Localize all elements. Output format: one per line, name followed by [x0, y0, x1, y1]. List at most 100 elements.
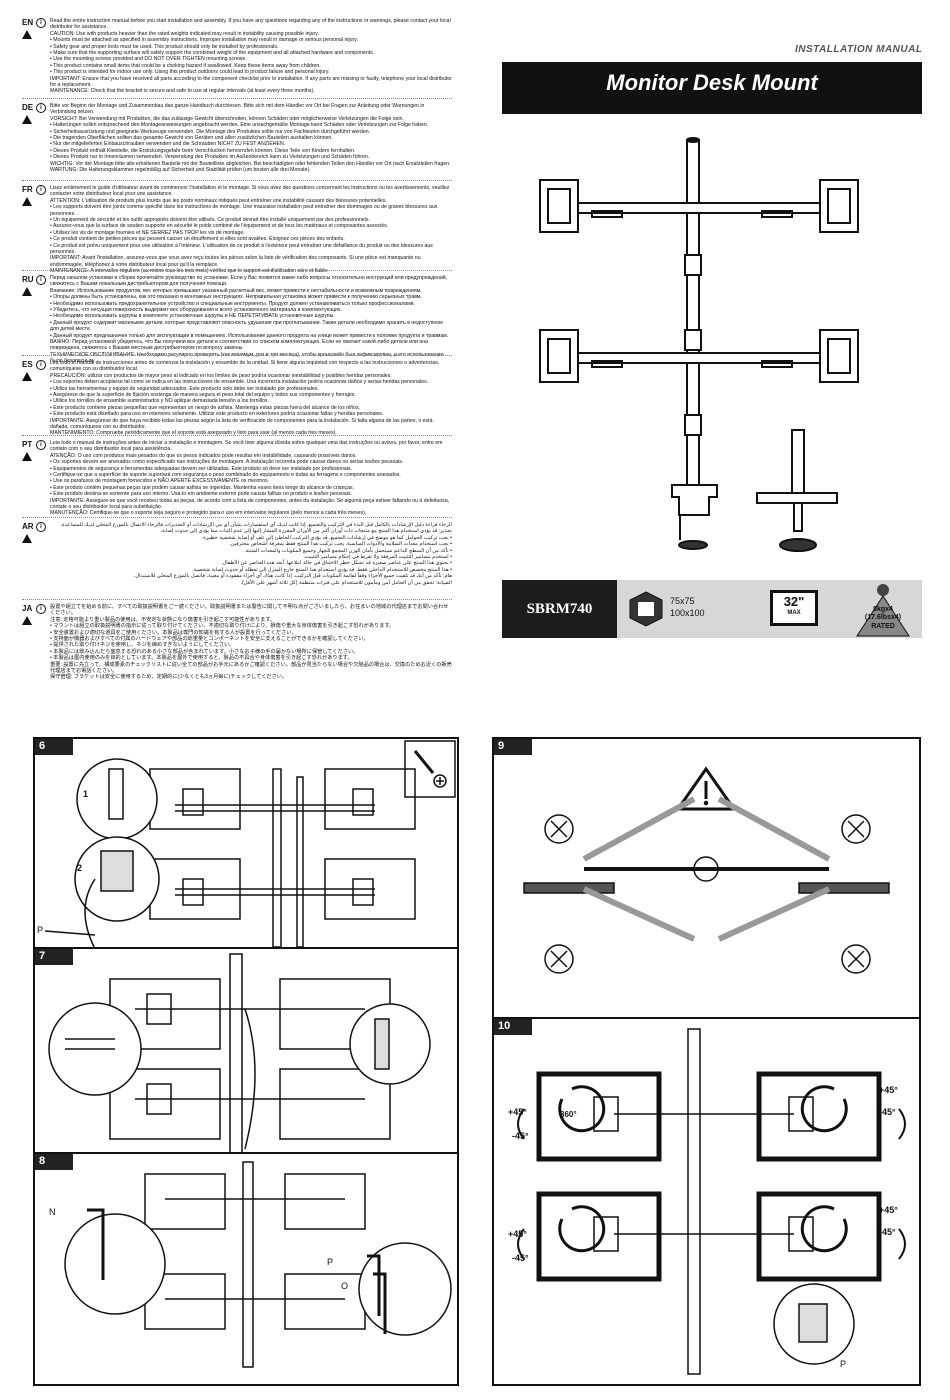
lang-line: • Данный продукт предназначен только для… [50, 332, 449, 339]
lang-line: • Los soportes deben acoplarse tal como … [50, 379, 429, 386]
lang-line: • Данный продукт содержит маленькие дета… [50, 319, 443, 333]
step-6-label-1: 1 [83, 789, 89, 799]
lang-line: • 提供された取り付けネジを使用し、ネジを締めすぎないようにしてください。 [50, 642, 235, 649]
divider [22, 435, 452, 436]
vesa-icon [629, 591, 663, 627]
monitor-icon [770, 590, 818, 626]
lang-line: ВАЖНО: Перед установкой убедитесь, что В… [50, 339, 428, 352]
info-icon: i [36, 604, 46, 614]
lang-line: • Use os parafusos de montagem fornecido… [50, 478, 270, 485]
lang-line: VORSICHT: Bei Verwendung mit Produkten, … [50, 115, 404, 122]
lang-line: • Un équipement de sécurité et les outil… [50, 217, 370, 224]
lang-line: Lisez entièrement le guide d'utilisateur… [50, 185, 450, 198]
lang-line: • Utilice las herramientas y equipo de s… [50, 385, 319, 392]
tilt-up-left-bottom: +45° [508, 1229, 527, 1239]
lang-line: • يحتوي هذا المنتج على عناصر صغيرة قد تش… [221, 560, 452, 567]
info-icon: i [36, 360, 46, 370]
lang-line: • Use the mounting screws provided and D… [50, 56, 247, 63]
lang-line: • Os suportes devem ser anexados como es… [50, 459, 404, 466]
step-9-illustration [523, 766, 890, 974]
lang-line: 注意: 定格可能より重い製品の使用は、不安定な状態になり傷害を引き起こす可能性が… [50, 616, 276, 623]
lang-line: • Опоры должны быть установлены, как это… [50, 294, 422, 301]
info-icon: i [36, 185, 46, 195]
lang-line: • 安全装置および適切な道具をご使用ください。本製品は専門の知識を有する人が設置… [50, 629, 297, 636]
warning-icon [22, 616, 32, 625]
lang-line: • 本製品には飲み込んだら窒息する恐れのある小さな部品が含まれています。小さなお… [50, 648, 359, 655]
lang-line: • Dieses Produkt enthält Kleinteile, die… [50, 147, 356, 154]
lang-line: Read the entire instruction manual befor… [50, 18, 451, 31]
tilt-down-right-bottom: -45° [879, 1227, 896, 1237]
info-icon: i [36, 275, 46, 285]
tilt-down-left-bottom: -45° [512, 1253, 529, 1263]
lang-line: 重要: 設置に先立って、構成要素のチェックリストに従い全ての部品がお手元にあるか… [50, 661, 452, 675]
lang-line: • Les supports doivent être joints comme… [50, 204, 438, 217]
warning-icon [22, 115, 32, 124]
steps-left-panel: 6 1 2 P 7 [33, 737, 459, 1386]
lang-line: • Необходимо использовать предохранитель… [50, 300, 415, 307]
lang-line: • Die tragenden Oberflächen sollten das … [50, 135, 333, 142]
lang-line: MAINTENANCE: Check that the bracket is s… [50, 88, 315, 95]
step-10-header: 10 [494, 1019, 532, 1035]
manual-label: INSTALLATION MANUAL [795, 44, 923, 55]
lang-line: IMPORTANTE: Assegure-se que você recebeu… [50, 497, 450, 511]
lang-line: • هذا المنتج مخصص للاستخدام الداخلي فقط.… [192, 566, 452, 573]
tilt-up-left-top: +45° [508, 1107, 527, 1117]
lang-line: • يجب استخدام معدات السلامة والأدوات الم… [229, 541, 452, 548]
lang-code: ES [22, 360, 33, 369]
lang-line: هام: تأكد من أنك قد تلقيت جميع الأجزاء و… [133, 573, 452, 580]
lang-code: FR [22, 185, 33, 194]
step-10-illustration [517, 1028, 906, 1375]
lang-line: • Nur die mitgelieferten Einbauschrauben… [50, 141, 286, 148]
lang-line: • This product is intended for indoor us… [50, 69, 330, 76]
lang-line: • マウントは組立の取扱説明書の指示に従って取り付けてください。不適切な取り付け… [50, 623, 395, 630]
step-8-label-o: O [341, 1281, 349, 1291]
step-8-label-n: N [49, 1207, 56, 1217]
step-6-header: 6 [35, 739, 73, 755]
lang-code: PT [22, 440, 33, 449]
warning-icon [22, 372, 32, 381]
step-6-label-2: 2 [77, 863, 83, 873]
lang-line: Внимание: Использование продуктов, вес к… [50, 287, 422, 294]
lang-line: CAUTION: Use with products heavier than … [50, 30, 319, 37]
divider [35, 947, 457, 949]
lang-line: • تأكد من أن السطح الداعم سيتحمل بأمان ا… [244, 547, 452, 554]
tilt-down-right-top: -45° [879, 1107, 896, 1117]
lang-line: • Este produto contém pequenas peças que… [50, 484, 355, 491]
lang-code: EN [22, 18, 34, 27]
weight-spec: 8kgx4 (17.6lbsx4) RATED [848, 580, 918, 638]
lang-line: • Halterungen sollen entsprechend den Mo… [50, 122, 429, 129]
lang-line: • Safety gear and proper tools must be u… [50, 43, 279, 50]
tilt-up-right-top: +45° [879, 1085, 898, 1095]
info-icon: i [36, 522, 46, 532]
lang-code: RU [22, 275, 34, 284]
lang-line: • Mounts must be attached as specified i… [50, 37, 358, 44]
divider [22, 270, 452, 271]
tilt-up-right-bottom: +45° [879, 1205, 898, 1215]
lang-line: • Equipamentos de segurança e ferramenta… [50, 465, 353, 472]
info-icon: i [36, 440, 46, 450]
title-banner: Monitor Desk Mount [502, 62, 922, 114]
page-title: Monitor Desk Mount [606, 70, 818, 95]
steps-right-panel: 9 10 [492, 737, 921, 1386]
weight-icon [856, 584, 910, 637]
lang-line: ATENÇÃO: O uso com produtos mais pesados… [50, 452, 357, 459]
step-9-header: 9 [494, 739, 532, 755]
step-10-label-p: P [840, 1359, 847, 1369]
lang-line: • Dieses Produkt nur in Innenräumen verw… [50, 154, 370, 161]
product-illustration [539, 137, 859, 552]
lang-line: • Certifique-se que a superfície de supo… [50, 472, 401, 479]
lang-line: • Make sure that the supporting surface … [50, 50, 375, 57]
lang-line: PRECAUCIÓN: utilizar con productos de ma… [50, 372, 392, 379]
tilt-down-left-top: -45° [512, 1131, 529, 1141]
lang-line: • Sicherheitsausrüstung und geeignete We… [50, 128, 371, 135]
lang-line: الصيانة: تحقق من أن الحامل آمن ومأمون لل… [240, 579, 452, 586]
lang-line: • Utilisez les vis de montage fournies e… [50, 229, 245, 236]
step-8-header: 8 [35, 1154, 73, 1170]
